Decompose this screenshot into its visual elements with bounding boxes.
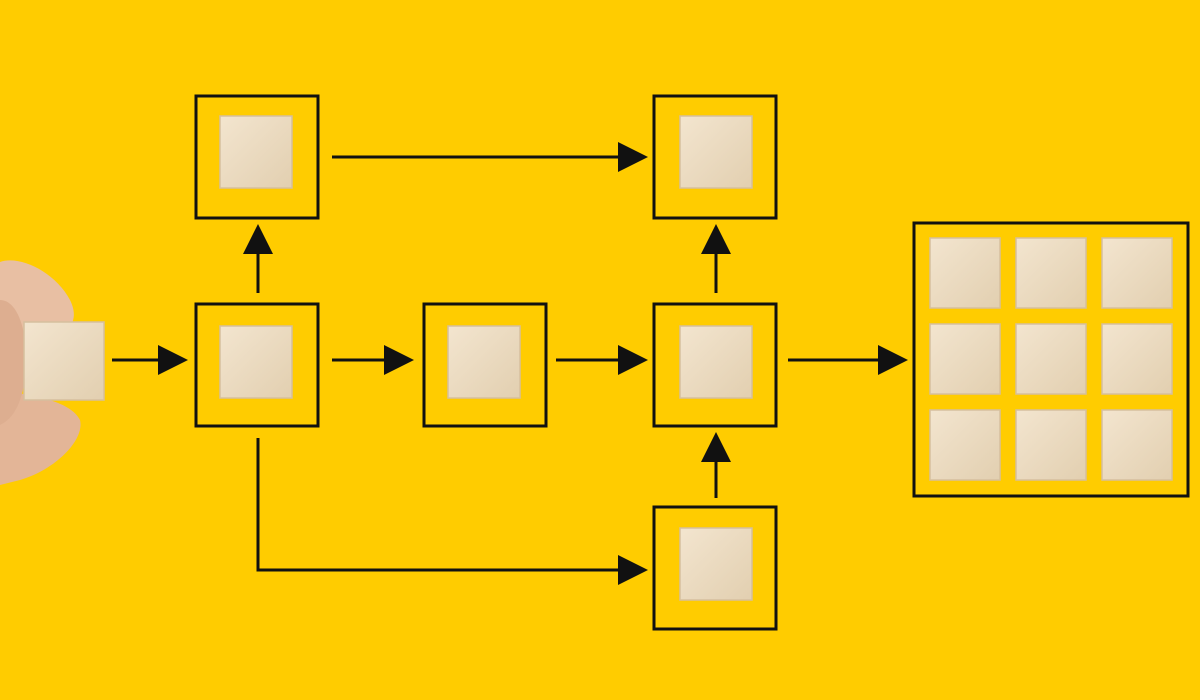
held-wooden-block	[23, 321, 105, 401]
frame-box-3	[422, 302, 548, 428]
frame-result-grid	[912, 221, 1190, 498]
arrow-box-2-to-box-5	[256, 438, 648, 585]
wooden-blocks	[219, 115, 1173, 601]
grid-block	[1101, 409, 1173, 481]
block-box-2	[219, 325, 293, 399]
grid-block	[1101, 237, 1173, 309]
block-box-6	[679, 115, 753, 189]
frame-box-6	[652, 94, 778, 220]
block-box-1	[219, 115, 293, 189]
grid-block	[1015, 409, 1087, 481]
arrows	[112, 142, 908, 585]
grid-block	[1101, 323, 1173, 395]
grid-block	[1015, 323, 1087, 395]
frame-box-1	[194, 94, 320, 220]
block-box-5	[679, 527, 753, 601]
grid-block	[929, 237, 1001, 309]
block-box-4	[679, 325, 753, 399]
grid-block	[1015, 237, 1087, 309]
grid-block	[929, 323, 1001, 395]
frame-box-4	[652, 302, 778, 428]
frame-box-5	[652, 505, 778, 631]
frame-box-2	[194, 302, 320, 428]
block-box-3	[447, 325, 521, 399]
frames	[194, 94, 1190, 631]
grid-block	[929, 409, 1001, 481]
